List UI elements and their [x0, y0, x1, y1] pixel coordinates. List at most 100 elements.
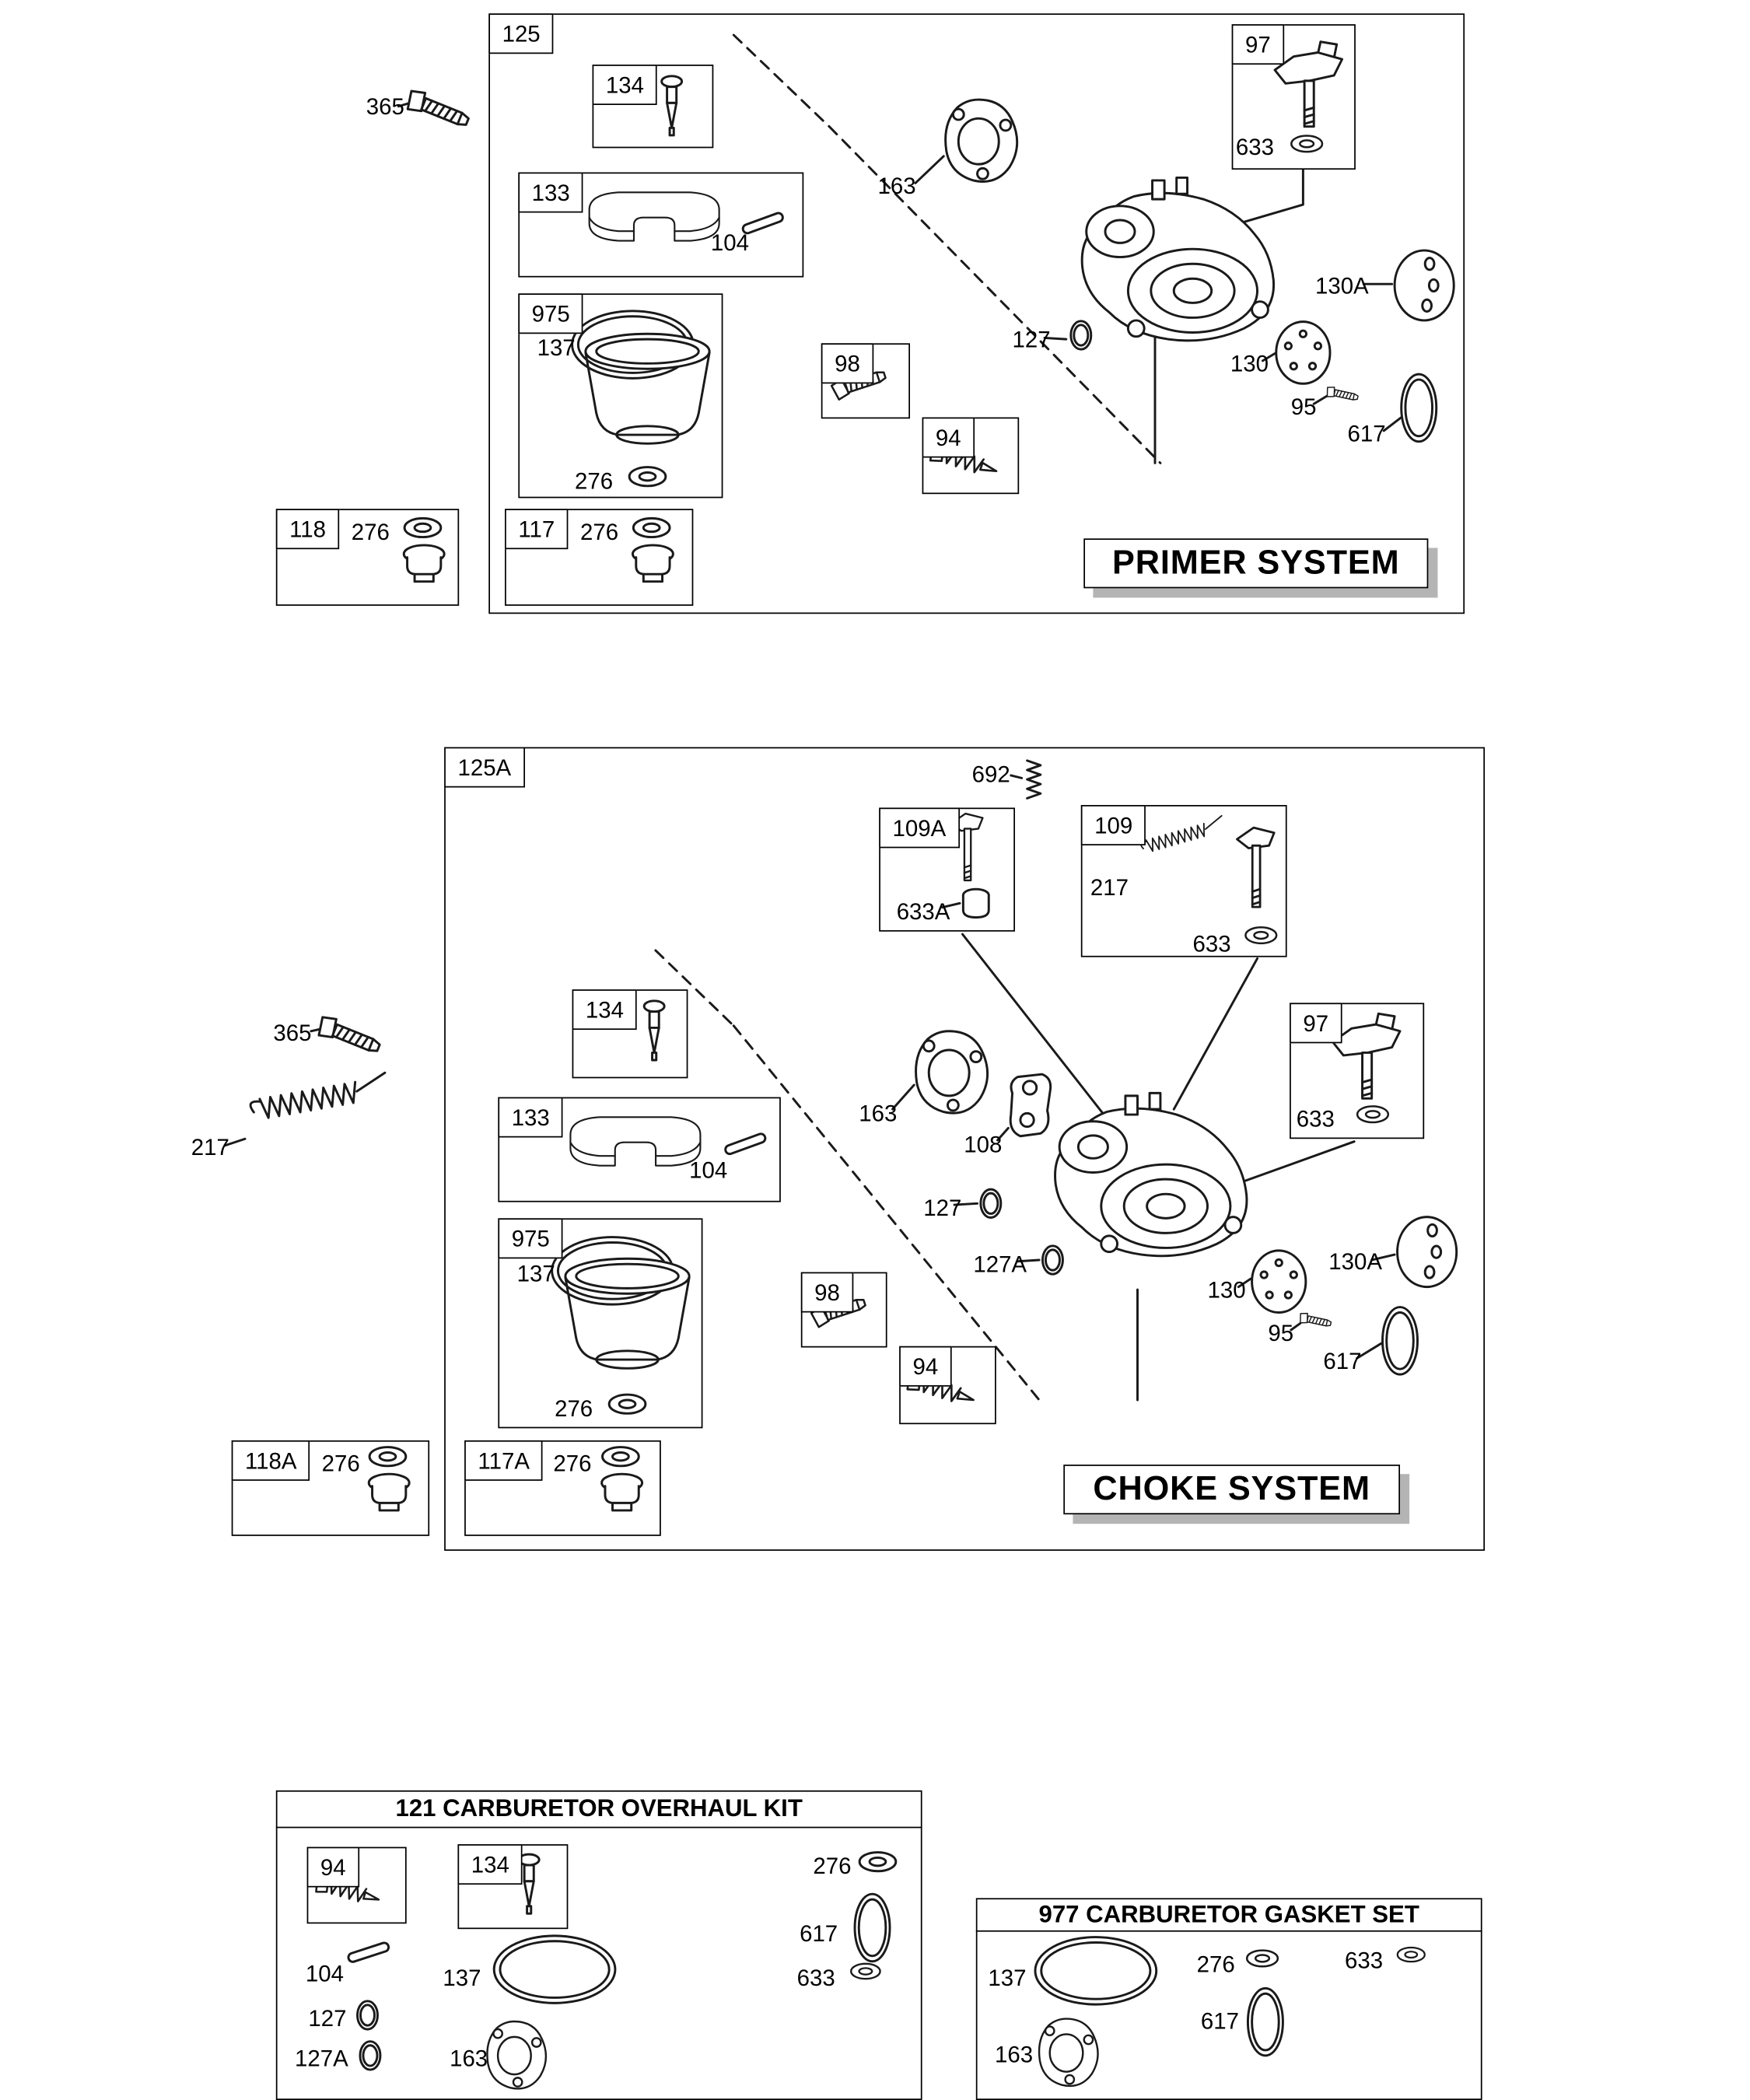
leader-line [223, 1137, 247, 1147]
part-label-163: 163 [877, 173, 916, 200]
choke-section-art [223, 759, 1458, 1512]
part-label-127: 127 [923, 1195, 962, 1221]
callout-label-125A: 125A [444, 747, 525, 788]
part-label-130A: 130A [1328, 1249, 1382, 1276]
part-label-108: 108 [964, 1132, 1003, 1158]
part-label-276: 276 [575, 468, 614, 495]
part-label-692: 692 [971, 761, 1010, 788]
part-label-365: 365 [273, 1020, 312, 1046]
choke-system-title: CHOKE SYSTEM [1063, 1465, 1400, 1515]
leader-line [1261, 351, 1278, 362]
callout-label-133: 133 [518, 172, 584, 213]
part-box-133 [498, 1097, 781, 1202]
connector-line [654, 949, 735, 1027]
part-box-133 [518, 172, 804, 278]
part-label-633: 633 [1345, 1948, 1384, 1974]
callout-label-97: 97 [1290, 1003, 1342, 1044]
part-label-633: 633 [796, 1965, 835, 1991]
part-label-633: 633 [1235, 135, 1274, 160]
choke-section-box [444, 747, 1486, 1551]
leader-line [1382, 416, 1403, 432]
gasket-set-title: 977 CARBURETOR GASKET SET [975, 1898, 1482, 1932]
callout-label-133: 133 [498, 1097, 564, 1138]
part-label-95: 95 [1290, 394, 1317, 420]
part-label-276: 276 [351, 520, 390, 545]
connector-line [1172, 957, 1259, 1111]
callout-label-134: 134 [592, 65, 658, 105]
leader-line [1356, 1342, 1383, 1360]
part-box-975 [518, 293, 723, 499]
part-box-118A [231, 1440, 430, 1536]
leader-line [1016, 1258, 1041, 1263]
part-label-163: 163 [450, 2046, 488, 2072]
part-label-617: 617 [1323, 1349, 1362, 1375]
part-label-137: 137 [988, 1965, 1027, 1991]
part-label-633: 633 [1192, 931, 1231, 957]
leader-line [1290, 1321, 1302, 1332]
leader-line [996, 1126, 1010, 1142]
callout-label-94: 94 [899, 1346, 952, 1387]
part-label-276: 276 [579, 520, 619, 545]
part-label-217: 217 [1090, 874, 1129, 901]
part-label-276: 276 [553, 1451, 592, 1477]
callout-label-118A: 118A [231, 1440, 310, 1481]
mounting-screw-icon [314, 1013, 384, 1059]
part-label-276: 276 [555, 1395, 593, 1422]
governor-link-spring-icon [247, 1071, 390, 1122]
leader-line [914, 155, 945, 184]
part-label-137: 137 [443, 1965, 481, 1991]
callout-label-94: 94 [306, 1846, 359, 1888]
leader-line [941, 901, 961, 909]
part-label-130: 130 [1207, 1277, 1246, 1304]
part-label-217: 217 [191, 1135, 229, 1160]
part-label-617: 617 [800, 1920, 838, 1947]
gasket-set-box [975, 1898, 1482, 2100]
part-box-117 [505, 509, 694, 606]
part-label-127A: 127A [973, 1251, 1027, 1278]
part-label-163: 163 [995, 2042, 1034, 2068]
part-label-104: 104 [689, 1157, 728, 1184]
primer-system-title: PRIMER SYSTEM [1083, 538, 1429, 589]
part-label-127A: 127A [295, 2046, 348, 2072]
callout-label-97: 97 [1231, 24, 1285, 65]
callout-label-117: 117 [505, 509, 569, 550]
part-box-97 [1231, 24, 1356, 170]
connector-line [732, 1024, 1041, 1402]
callout-label-98: 98 [800, 1272, 854, 1313]
part-label-127: 127 [308, 2005, 347, 2032]
overhaul-kit-box [275, 1790, 922, 2100]
callout-label-134: 134 [572, 989, 638, 1031]
part-label-633: 633 [1296, 1106, 1335, 1132]
callout-label-118: 118 [275, 509, 340, 550]
part-label-276: 276 [1196, 1951, 1235, 1978]
leader-line [1312, 394, 1329, 405]
callout-label-134: 134 [457, 1844, 523, 1885]
callout-label-975: 975 [498, 1218, 564, 1259]
leader-line [1237, 1277, 1252, 1289]
part-label-104: 104 [305, 1961, 344, 1987]
part-label-127: 127 [1012, 327, 1051, 353]
callout-label-94: 94 [922, 417, 975, 458]
callout-label-117A: 117A [464, 1440, 544, 1481]
part-label-130: 130 [1230, 351, 1269, 377]
connector-line [828, 125, 1162, 464]
part-label-130A: 130A [1314, 273, 1369, 299]
part-label-104: 104 [710, 229, 749, 256]
connector-line [961, 933, 1105, 1116]
callout-label-109: 109 [1080, 804, 1146, 845]
part-box-109 [1080, 804, 1287, 957]
part-label-276: 276 [321, 1451, 360, 1477]
primer-section-box [488, 13, 1465, 614]
part-label-633A: 633A [896, 899, 950, 926]
part-box-117A [464, 1440, 661, 1536]
leader-line [953, 1202, 979, 1206]
part-box-97 [1290, 1003, 1425, 1139]
callout-label-125: 125 [488, 13, 554, 54]
callout-label-109A: 109A [879, 807, 960, 849]
callout-label-98: 98 [821, 343, 874, 384]
overhaul-kit-title: 121 CARBURETOR OVERHAUL KIT [275, 1790, 922, 1829]
part-label-276: 276 [813, 1853, 852, 1880]
leader-line [891, 1083, 915, 1111]
